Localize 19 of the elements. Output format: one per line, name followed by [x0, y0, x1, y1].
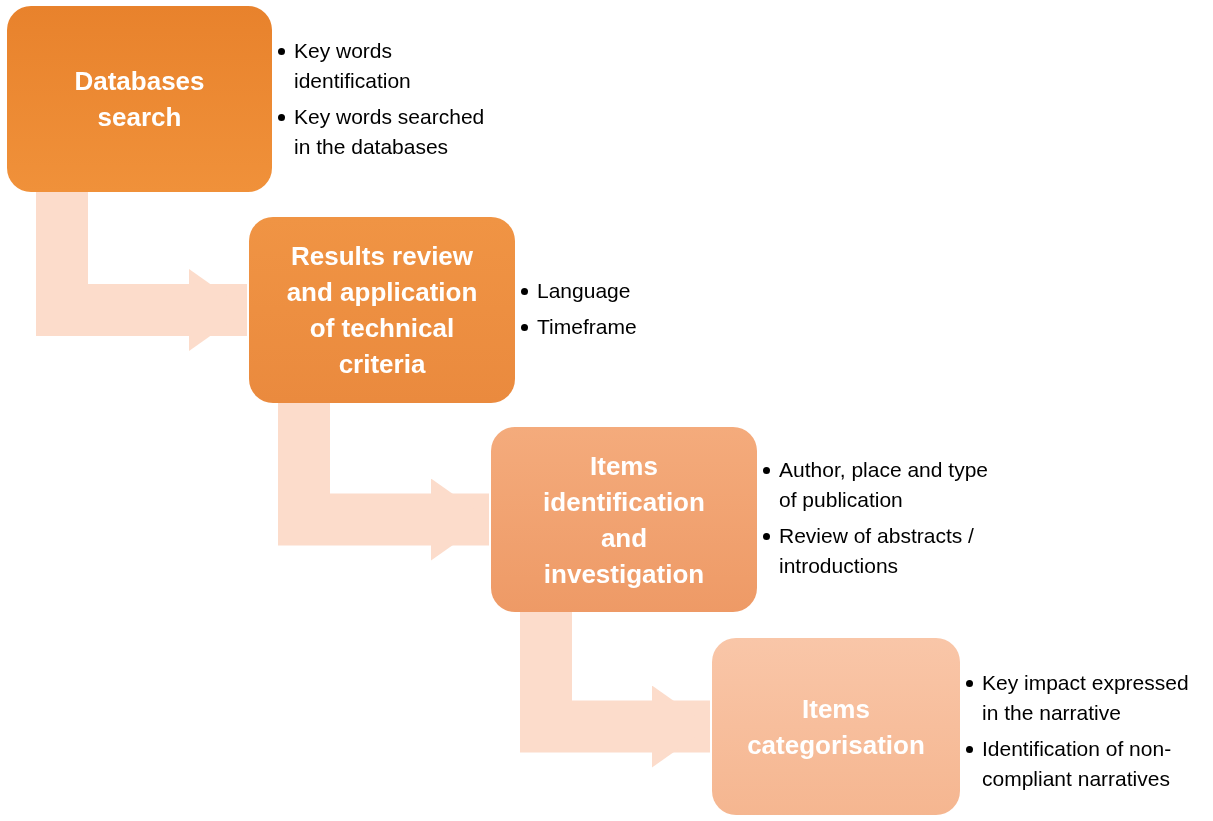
bullet-text: Identification of non-compliant narratives — [982, 736, 1173, 792]
step-title: Items categorisation — [746, 692, 926, 762]
process-box — [491, 427, 757, 612]
process-box — [7, 6, 272, 192]
bent-arrow — [278, 403, 489, 561]
process-box — [249, 217, 515, 403]
bullet-text: Review of abstracts / introductions — [779, 523, 975, 579]
bullet-text: Language — [537, 278, 631, 304]
process-box — [712, 638, 960, 815]
bullet-text: Timeframe — [537, 314, 637, 340]
bullet-text: Key impact expressed in the narrative — [982, 670, 1190, 726]
bullet-text: Key words searched in the databases — [294, 104, 486, 160]
step-title: Results review and application of technical criteria — [285, 240, 479, 381]
bullet-text: Key words identification — [294, 38, 412, 94]
step-title: Items identification and investigation — [542, 449, 706, 591]
bent-arrow — [520, 612, 710, 768]
step-title: Databases search — [73, 65, 206, 134]
bullet-text: Author, place and type of publication — [779, 457, 988, 513]
bent-arrow — [36, 192, 247, 351]
